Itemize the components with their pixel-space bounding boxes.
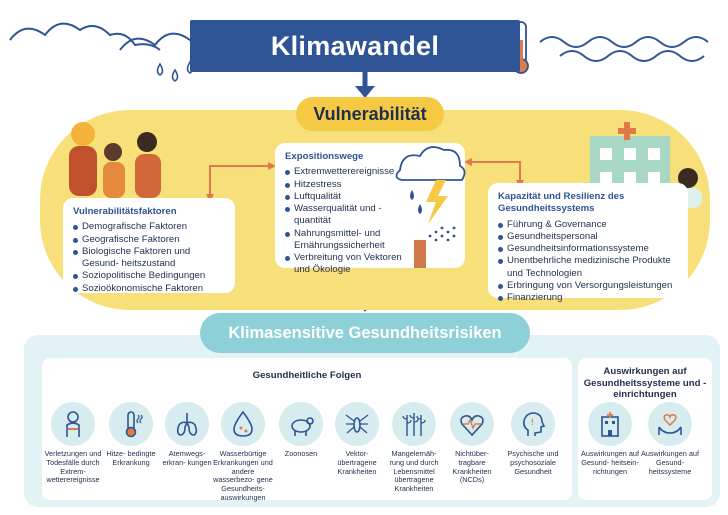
risks-banner: Klimasensitive Gesundheitsrisiken: [200, 313, 530, 353]
health-systems-impact-heading: Auswirkungen auf Gesundheitssysteme und …: [583, 366, 707, 400]
health-system-capacity-list: Führung & Governance Gesundheitspersonal…: [498, 219, 678, 305]
list-item: Hitzestress: [285, 179, 413, 191]
mosquito-icon: [335, 402, 379, 446]
hands-heart-icon: [648, 402, 692, 446]
outcome-respiratory: Atemwegs- erkran- kungen: [157, 402, 217, 468]
risks-title: Klimasensitive Gesundheitsrisiken: [228, 323, 502, 342]
outcome-ncds: Nichtüber- tragbare Krankheiten (NCDs): [442, 402, 502, 485]
svg-text:!: !: [531, 418, 534, 427]
crops-icon: [392, 402, 436, 446]
outcome-mental-health: ! Psychische und psychosoziale Gesundhei…: [503, 402, 563, 476]
list-item: Demografische Faktoren: [73, 221, 225, 233]
vulnerability-factors-card: Vulnerabilitätsfaktoren Demografische Fa…: [63, 198, 235, 295]
list-item: Verbreitung von Vektoren und Ökologie: [285, 252, 413, 277]
list-item: Gesundheitsinformationssysteme: [498, 243, 678, 255]
vulnerability-factors-list: Demografische Faktoren Geografische Fakt…: [73, 221, 225, 295]
lungs-icon: [165, 402, 209, 446]
outcome-vector-borne: Vektor- übertragene Krankheiten: [327, 402, 387, 476]
list-item: Gesundheitspersonal: [498, 231, 678, 243]
vulnerability-factors-heading: Vulnerabilitätsfaktoren: [73, 206, 177, 217]
list-item: Extremwetterereignisse: [285, 166, 413, 178]
health-outcomes-heading: Gesundheitliche Folgen: [252, 370, 362, 381]
impact-systems: Auswirkungen auf Gesund- heitssysteme: [640, 402, 700, 476]
list-item: Sozioökonomische Faktoren: [73, 283, 225, 295]
list-item: Soziopolitische Bedingungen: [73, 270, 225, 282]
outcome-waterborne: Wasserbürtige Erkrankungen und andere wa…: [213, 402, 273, 503]
people-illustration: [69, 122, 161, 198]
head-icon: !: [511, 402, 555, 446]
list-item: Wasserqualität und -quantität: [285, 203, 413, 228]
vulnerability-title: Vulnerabilität: [313, 103, 427, 124]
health-system-capacity-card: Kapazität und Resilienz des Gesundheitss…: [488, 183, 688, 303]
outcome-heat: Hitze- bedingte Erkrankung: [101, 402, 161, 468]
storm-illustration: [395, 146, 466, 268]
outcome-injuries: Verletzungen und Todesfälle durch Extrem…: [43, 402, 103, 485]
list-item: Nahrungsmittel- und Ernährungssicherheit: [285, 228, 413, 253]
list-item: Finanzierung: [498, 292, 678, 304]
list-item: Luftqualität: [285, 191, 413, 203]
health-system-capacity-heading: Kapazität und Resilienz des Gesundheitss…: [498, 191, 625, 215]
animals-icon: [279, 402, 323, 446]
exposure-pathways-heading: Expositionswege: [285, 151, 364, 162]
impact-facilities: Auswirkungen auf Gesund- heitsein- richt…: [580, 402, 640, 476]
list-item: Erbringung von Versorgungsleistungen: [498, 280, 678, 292]
page-title: Klimawandel: [270, 30, 440, 61]
list-item: Geografische Faktoren: [73, 234, 225, 246]
heart-pulse-icon: [450, 402, 494, 446]
outcome-zoonoses: Zoonosen: [271, 402, 331, 459]
outcome-malnutrition: Mangelernäh- rung und durch Lebensmittel…: [384, 402, 444, 494]
vulnerability-pill: Vulnerabilität: [296, 97, 444, 131]
hospital-icon: [588, 402, 632, 446]
injury-icon: [51, 402, 95, 446]
title-banner: Klimawandel: [190, 20, 520, 72]
exposure-pathways-list: Extremwetterereignisse Hitzestress Luftq…: [285, 166, 413, 276]
waves-icon: [539, 36, 709, 62]
list-item: Biologische Faktoren und Gesund- heitszu…: [73, 246, 225, 271]
water-drop-icon: [221, 402, 265, 446]
list-item: Unentbehrliche medizinische Produkte und…: [498, 255, 678, 280]
list-item: Führung & Governance: [498, 219, 678, 231]
thermometer-icon: [109, 402, 153, 446]
